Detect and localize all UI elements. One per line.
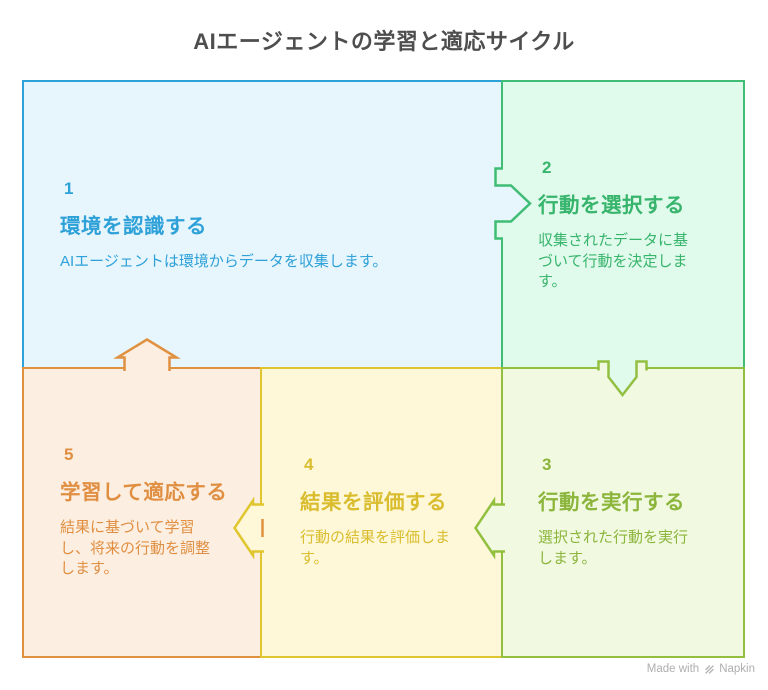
credit-brand: Napkin xyxy=(719,663,755,675)
step-title: 環境を認識する xyxy=(60,214,207,238)
step-title: 行動を実行する xyxy=(538,491,685,515)
page-title: AIエージェントの学習と適応サイクル xyxy=(193,29,575,54)
step-title: 結果を評価する xyxy=(300,491,447,515)
step-description: 行動の結果を評価します。 xyxy=(300,529,451,567)
step-number: 4 xyxy=(304,455,314,475)
step-title: 学習して適応する xyxy=(60,480,228,504)
arrow-step1-to-step2-icon xyxy=(494,167,532,240)
step-description: 結果に基づいて学習し、将来の行動を調整します。 xyxy=(60,518,211,578)
step-description: 選択された行動を実行します。 xyxy=(538,529,689,567)
step-4-evaluate-results: 4 結果を評価する 行動の結果を評価します。 xyxy=(260,367,505,658)
step-5-learn-and-adapt: 5 学習して適応する 結果に基づいて学習し、将来の行動を調整します。 xyxy=(22,367,264,658)
napkin-credit: Made with Napkin xyxy=(647,663,755,675)
step-number: 5 xyxy=(64,444,74,464)
arrow-step3-to-step4-icon xyxy=(473,496,505,560)
step-title: 行動を選択する xyxy=(538,193,685,217)
arrow-step4-to-step5-icon xyxy=(232,496,264,560)
step-number: 1 xyxy=(64,178,74,198)
step-1-perceive-environment: 1 環境を認識する AIエージェントは環境からデータを収集します。 xyxy=(22,80,505,371)
step-description: 収集されたデータに基づいて行動を決定します。 xyxy=(538,231,689,291)
step-2-select-action: 2 行動を選択する 収集されたデータに基づいて行動を決定します。 xyxy=(501,80,745,371)
napkin-logo-icon xyxy=(705,665,714,674)
arrow-step5-to-step1-icon xyxy=(113,338,181,371)
credit-text: Made with xyxy=(646,663,700,675)
arrow-step2-to-step3-icon xyxy=(597,360,648,398)
step-description: AIエージェントは環境からデータを収集します。 xyxy=(60,252,388,270)
step-number: 3 xyxy=(542,455,552,475)
step-number: 2 xyxy=(542,157,552,177)
step-3-execute-action: 3 行動を実行する 選択された行動を実行します。 xyxy=(501,367,745,658)
